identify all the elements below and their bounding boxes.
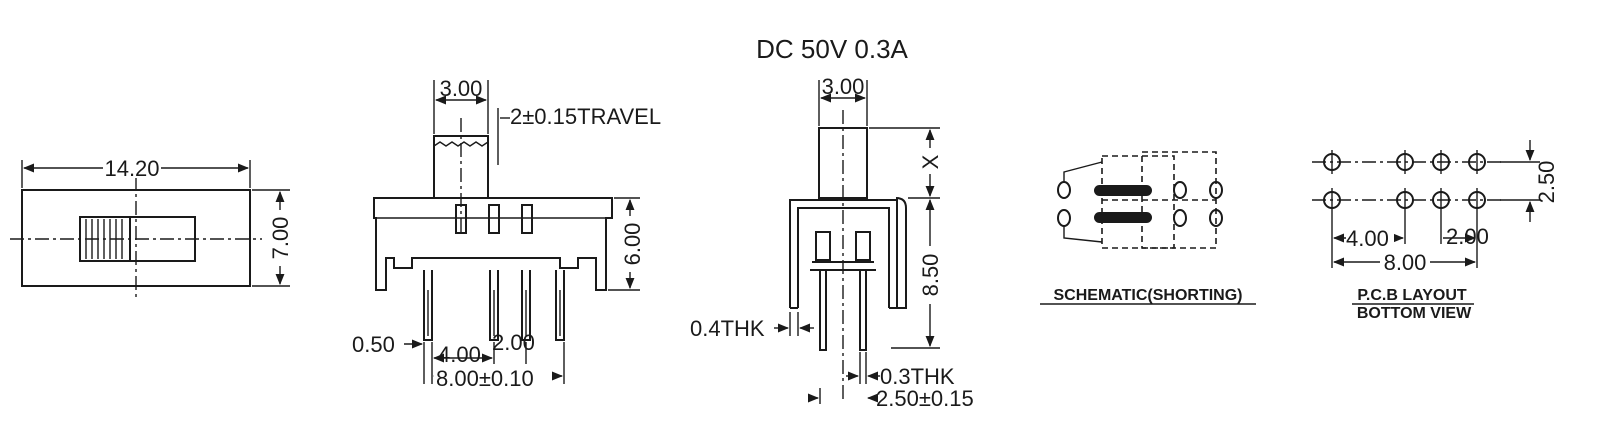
front-length-label: 14.20	[104, 156, 159, 181]
pcb-caption-line1: P.C.B LAYOUT	[1357, 287, 1467, 304]
rating-title: DC 50V 0.3A	[756, 34, 908, 64]
end-shell-thk-label: 0.4THK	[690, 316, 765, 341]
end-shell-outline	[789, 197, 907, 309]
end-pin-thk-label: 0.3THK	[880, 364, 955, 389]
schematic-terminal	[1173, 181, 1187, 199]
schematic-terminal	[1057, 181, 1071, 199]
end-contact-left	[815, 231, 831, 261]
end-view: 3.00 X 8.50 0.4THK 0.3THK 2.50±0.15	[690, 74, 974, 411]
end-actuator-width-label: 3.00	[822, 74, 865, 99]
end-x-label: X	[918, 154, 943, 169]
side-actuator-width-label: 3.00	[440, 76, 483, 101]
schematic-caption: SCHEMATIC(SHORTING)	[1053, 287, 1242, 304]
side-pitch-b-label: 2.00	[492, 330, 535, 355]
end-height-label: 8.50	[918, 254, 943, 297]
pcb-caption-line2: BOTTOM VIEW	[1357, 305, 1472, 322]
pcb-layout: 2.50 4.00 2.00 8.00 P.C.B LAYOUT BOTTOM …	[1312, 140, 1559, 322]
schematic-terminal	[1209, 181, 1223, 199]
schematic: SCHEMATIC(SHORTING)	[1040, 151, 1256, 305]
side-pitch-a-label: 4.00	[438, 342, 481, 367]
front-height-label: 7.00	[268, 217, 293, 260]
pcb-pitch-a-label: 4.00	[1346, 226, 1389, 251]
schematic-left-box	[1101, 155, 1175, 249]
end-contact-right	[855, 231, 871, 261]
pcb-pitch-b-label: 2.00	[1446, 224, 1489, 249]
schematic-contact-bar-bottom	[1094, 212, 1152, 223]
schematic-terminal	[1173, 209, 1187, 227]
schematic-terminal	[1209, 209, 1223, 227]
side-body-outline	[373, 197, 613, 291]
side-height-label: 6.00	[620, 223, 645, 266]
side-slot-3	[521, 204, 533, 234]
side-view: 3.00 2±0.15TRAVEL 6.00 0.50 4.00 2.00 8.…	[352, 76, 661, 391]
schematic-contact-bar-top	[1094, 185, 1152, 196]
side-slot-1	[455, 204, 467, 234]
side-travel-label: 2±0.15TRAVEL	[510, 104, 661, 129]
side-pins	[423, 270, 565, 341]
schematic-terminal	[1057, 209, 1071, 227]
front-view: 14.20 7.00	[10, 156, 293, 300]
side-pin-width-label: 0.50	[352, 332, 395, 357]
end-pin-span-label: 2.50±0.15	[876, 386, 974, 411]
pcb-holes	[1323, 150, 1486, 212]
side-span-label: 8.00±0.10	[436, 366, 534, 391]
side-slot-2	[488, 204, 500, 234]
end-pin-left	[819, 270, 827, 351]
pcb-row-pitch-label: 2.50	[1534, 161, 1559, 204]
pcb-span-label: 8.00	[1384, 250, 1427, 275]
end-pin-right	[859, 270, 867, 351]
